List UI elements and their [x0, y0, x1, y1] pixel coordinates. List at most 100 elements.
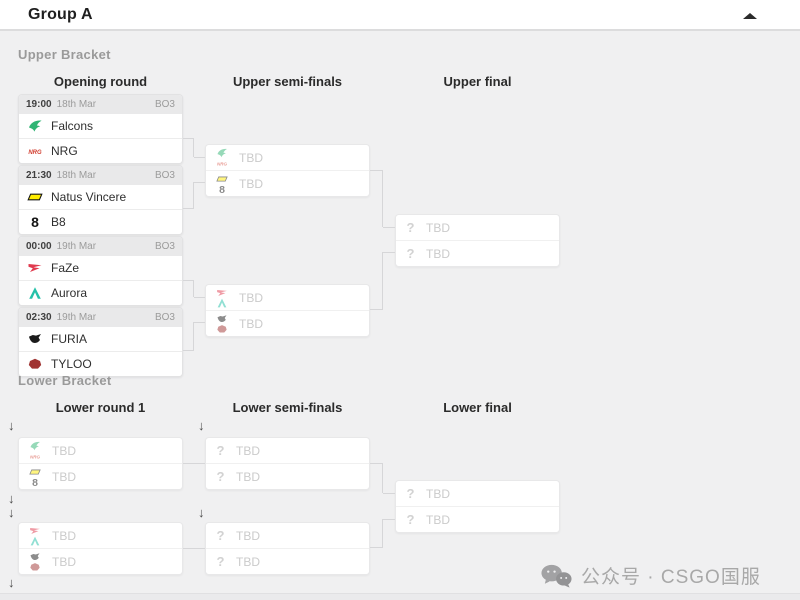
- drop-down-arrow-icon: ↓: [8, 491, 15, 506]
- collapse-caret-icon[interactable]: [743, 13, 757, 19]
- bracket-connector: [370, 519, 383, 548]
- match-format-badge: BO3: [154, 99, 175, 110]
- column-header-upper-final: Upper final: [443, 74, 512, 89]
- group-title: Group A: [28, 5, 93, 23]
- bracket-connector: [183, 280, 194, 297]
- match-format-badge: BO3: [154, 241, 175, 252]
- drop-down-arrow-icon: ↓: [198, 418, 205, 433]
- match-card-falcons-vs-nrg[interactable]: 19:00 18th Mar BO3 Falcons NRG: [18, 94, 183, 164]
- match-date: 19th Mar: [56, 312, 97, 323]
- tyloo-logo-icon: [216, 323, 228, 335]
- upper-semifinal-2-card[interactable]: TBD TBD: [205, 284, 370, 337]
- match-card-faze-vs-aurora[interactable]: 00:00 19th Mar BO3 FaZe Aurora: [18, 236, 183, 306]
- team-row: NRG: [19, 138, 182, 163]
- tbd-label: TBD: [426, 512, 450, 527]
- bottom-edge-strip: [0, 593, 800, 600]
- lower-round1-card-1[interactable]: TBD TBD: [18, 437, 183, 490]
- bracket-connector: [194, 157, 205, 158]
- lower-semifinal-1-card[interactable]: ? TBD ? TBD: [205, 437, 370, 490]
- furia-logo-icon: [27, 331, 43, 347]
- match-header: 00:00 19th Mar BO3: [19, 237, 182, 256]
- column-header-upper-semi-finals: Upper semi-finals: [232, 74, 343, 89]
- tbd-slot: TBD: [19, 438, 182, 463]
- wechat-icon: [540, 563, 573, 589]
- tbd-slot: ? TBD: [206, 523, 369, 548]
- drop-down-arrow-icon: ↓: [8, 505, 15, 520]
- match-card-furia-vs-tyloo[interactable]: 02:30 19th Mar BO3 FURIA TYLOO: [18, 307, 183, 377]
- possible-teams-stack: [214, 288, 230, 308]
- match-header: 02:30 19th Mar BO3: [19, 308, 182, 327]
- tbd-slot: ? TBD: [206, 438, 369, 463]
- tbd-slot: TBD: [19, 548, 182, 574]
- possible-teams-stack: [214, 174, 230, 194]
- match-format-badge: BO3: [154, 170, 175, 181]
- upper-semifinal-1-card[interactable]: TBD TBD: [205, 144, 370, 197]
- column-header-opening-round: Opening round: [53, 74, 148, 89]
- match-header: 21:30 18th Mar BO3: [19, 166, 182, 185]
- tbd-slot: ? TBD: [396, 240, 559, 266]
- nrg-logo-icon: [29, 450, 41, 462]
- team-row: TYLOO: [19, 351, 182, 376]
- bracket-connector: [183, 548, 205, 549]
- team-name: TYLOO: [51, 357, 92, 371]
- drop-down-arrow-icon: ↓: [8, 418, 15, 433]
- tbd-label: TBD: [236, 528, 260, 543]
- question-mark-icon: ?: [406, 486, 415, 501]
- question-mark-icon: ?: [406, 220, 415, 235]
- nrg-logo-icon: [27, 143, 43, 159]
- bracket-connector: [370, 463, 383, 493]
- team-name: Aurora: [51, 286, 88, 300]
- team-name: FaZe: [51, 261, 80, 275]
- bracket-connector: [194, 297, 205, 298]
- lower-round1-card-2[interactable]: TBD TBD: [18, 522, 183, 575]
- tbd-label: TBD: [52, 469, 76, 484]
- match-time: 19:00: [26, 99, 52, 110]
- b8-logo-icon: [216, 183, 228, 195]
- bracket-connector: [183, 138, 194, 157]
- possible-teams-stack: [214, 314, 230, 334]
- bracket-connector: [383, 519, 395, 520]
- match-time: 02:30: [26, 312, 52, 323]
- question-mark-icon: ?: [406, 512, 415, 527]
- possible-teams-stack: [27, 526, 43, 546]
- lower-bracket-label: Lower Bracket: [18, 373, 112, 388]
- bracket-connector: [370, 170, 383, 227]
- tbd-slot: ? TBD: [206, 548, 369, 574]
- tbd-label: TBD: [236, 469, 260, 484]
- b8-logo-icon: [29, 476, 41, 488]
- natus-vincere-logo-icon: [27, 189, 43, 205]
- column-header-lower-round-1: Lower round 1: [55, 400, 146, 415]
- tbd-slot: TBD: [206, 145, 369, 170]
- team-name: NRG: [51, 144, 78, 158]
- lower-semifinal-2-card[interactable]: ? TBD ? TBD: [205, 522, 370, 575]
- tyloo-logo-icon: [27, 356, 43, 372]
- bracket-connector: [383, 493, 395, 494]
- tbd-label: TBD: [52, 554, 76, 569]
- lower-final-card[interactable]: ? TBD ? TBD: [395, 480, 560, 533]
- aurora-logo-icon: [216, 297, 228, 309]
- tbd-label: TBD: [239, 150, 263, 165]
- team-row: Aurora: [19, 280, 182, 305]
- question-mark-icon: ?: [406, 246, 415, 261]
- bracket-connector: [194, 182, 205, 183]
- tbd-slot: TBD: [206, 310, 369, 336]
- team-row: FURIA: [19, 327, 182, 351]
- team-name: Natus Vincere: [51, 190, 127, 204]
- match-card-navi-vs-b8[interactable]: 21:30 18th Mar BO3 Natus Vincere B8: [18, 165, 183, 235]
- tbd-slot: ? TBD: [396, 481, 559, 506]
- watermark: 公众号 · CSGO国服: [540, 562, 761, 589]
- team-row: Falcons: [19, 114, 182, 138]
- team-row: B8: [19, 209, 182, 234]
- falcons-logo-icon: [27, 118, 43, 134]
- watermark-text: 公众号 · CSGO国服: [581, 567, 761, 588]
- nrg-logo-icon: [216, 157, 228, 169]
- faze-logo-icon: [27, 260, 43, 276]
- match-header: 19:00 18th Mar BO3: [19, 95, 182, 114]
- bracket-connector: [183, 182, 194, 209]
- tbd-label: TBD: [52, 528, 76, 543]
- tbd-slot: TBD: [206, 285, 369, 310]
- bracket-connector: [383, 227, 395, 228]
- upper-final-card[interactable]: ? TBD ? TBD: [395, 214, 560, 267]
- aurora-logo-icon: [29, 535, 41, 547]
- tbd-label: TBD: [236, 443, 260, 458]
